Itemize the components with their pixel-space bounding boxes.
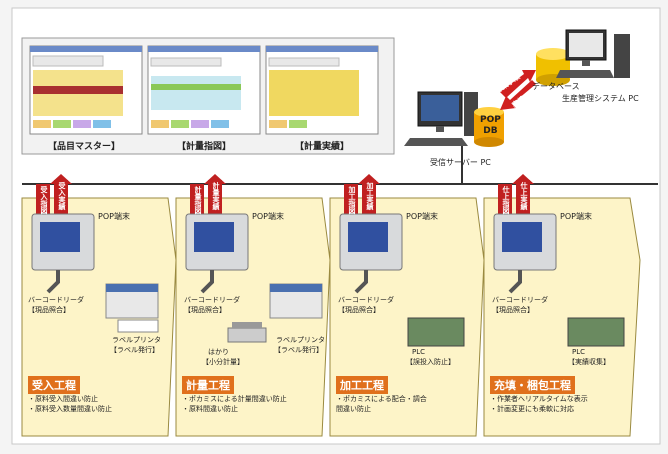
stage4-reader-label: バーコードリーダ xyxy=(492,296,548,304)
stage2-reader-sub: 【現品照合】 xyxy=(184,306,226,314)
stage1-printer-label: ラベルプリンタ xyxy=(112,336,161,344)
stage2-desc-line: ・原料間違い防止 xyxy=(182,405,238,413)
plc-units xyxy=(407,317,625,347)
stage2-desc-line: ・ポカミスによる計量間違い防止 xyxy=(182,395,287,403)
stage1-terminal-label: POP端末 xyxy=(98,212,130,221)
stage1-arrow-result: 受入実績 xyxy=(58,182,66,210)
screenshot-weighing-result xyxy=(265,45,379,135)
pop-db-label: POP DB xyxy=(480,115,501,137)
stage3-desc-line: ・ポカミスによる配合・調合 xyxy=(336,395,427,403)
production-pc-label: 生産管理システム PC xyxy=(562,94,639,103)
label-printers xyxy=(105,283,323,333)
stage4-reader-sub: 【現品照合】 xyxy=(492,306,534,314)
database-label: データベース xyxy=(532,82,580,91)
stage3-arrow-result: 加工実績 xyxy=(366,182,374,210)
stage4-desc-line: ・作業者へリアルタイムな表示 xyxy=(490,395,588,403)
stage4-plc-sub: 【実績収集】 xyxy=(568,358,610,366)
stage4-desc-line: ・計画変更にも柔軟に対応 xyxy=(490,405,574,413)
pop-db-line2: DB xyxy=(483,126,498,136)
stage2-title: 計量工程 xyxy=(182,376,234,394)
stage2-reader-label: バーコードリーダ xyxy=(184,296,240,304)
stage1-desc-line: ・原料受入数量間違い防止 xyxy=(28,405,112,413)
stage3-title: 加工工程 xyxy=(336,376,388,394)
stage2-arrow-order: 計量指図 xyxy=(194,186,202,214)
stage1-reader-label: バーコードリーダ xyxy=(28,296,84,304)
stage2-printer-sub: 【ラベル発行】 xyxy=(274,346,323,354)
server-pc-label: 受信サーバー PC xyxy=(430,158,491,167)
stage3-desc: ・ポカミスによる配合・調合 間違い防止 xyxy=(336,394,427,414)
stage4-plc-label: PLC xyxy=(572,348,586,356)
caption-item-master: 【品目マスター】 xyxy=(48,142,121,152)
stage2-scale-sub: 【小分計量】 xyxy=(202,358,244,366)
stage2-printer-label: ラベルプリンタ xyxy=(276,336,325,344)
stage1-arrow-order: 受入指図 xyxy=(40,186,48,214)
stage2-desc: ・ポカミスによる計量間違い防止 ・原料間違い防止 xyxy=(182,394,287,414)
stage3-plc-label: PLC xyxy=(412,348,426,356)
stage1-title: 受入工程 xyxy=(28,376,80,394)
stage3-desc-line: 間違い防止 xyxy=(336,405,371,413)
production-pc-icon xyxy=(556,29,630,78)
stage2-arrow-result: 計量実績 xyxy=(212,182,220,210)
stage3-reader-sub: 【現品照合】 xyxy=(338,306,380,314)
scale-icon xyxy=(227,322,267,343)
server-pc-icon xyxy=(404,91,478,146)
stage1-desc-line: ・原料受入間違い防止 xyxy=(28,395,98,403)
database-cylinder xyxy=(536,48,570,86)
stage4-terminal-label: POP端末 xyxy=(560,212,592,221)
stage1-printer-sub: 【ラベル発行】 xyxy=(110,346,159,354)
stage2-terminal-label: POP端末 xyxy=(252,212,284,221)
stage4-arrow-result: 仕上実績 xyxy=(520,182,528,210)
stage4-desc: ・作業者へリアルタイムな表示 ・計画変更にも柔軟に対応 xyxy=(490,394,588,414)
sync-arrows xyxy=(500,70,536,110)
stage3-terminal-label: POP端末 xyxy=(406,212,438,221)
screenshot-item-master xyxy=(29,45,143,135)
stage3-reader-label: バーコードリーダ xyxy=(338,296,394,304)
caption-weighing-order: 【計量指図】 xyxy=(177,142,232,152)
stage1-desc: ・原料受入間違い防止 ・原料受入数量間違い防止 xyxy=(28,394,112,414)
stage3-arrow-order: 加工指図 xyxy=(348,186,356,214)
pop-terminals xyxy=(31,213,557,271)
pop-db-cylinder xyxy=(474,107,504,147)
stage3-plc-sub: 【誤投入防止】 xyxy=(406,358,455,366)
screenshot-weighing-order xyxy=(147,45,261,135)
stage1-reader-sub: 【現品照合】 xyxy=(28,306,70,314)
stage2-scale-label: はかり xyxy=(208,348,229,356)
stage4-arrow-order: 仕上指図 xyxy=(502,186,510,214)
barcode-readers xyxy=(46,270,522,294)
caption-weighing-result: 【計量実績】 xyxy=(295,142,350,152)
stage4-title: 充填・梱包工程 xyxy=(490,376,575,394)
pop-db-line1: POP xyxy=(480,115,501,125)
